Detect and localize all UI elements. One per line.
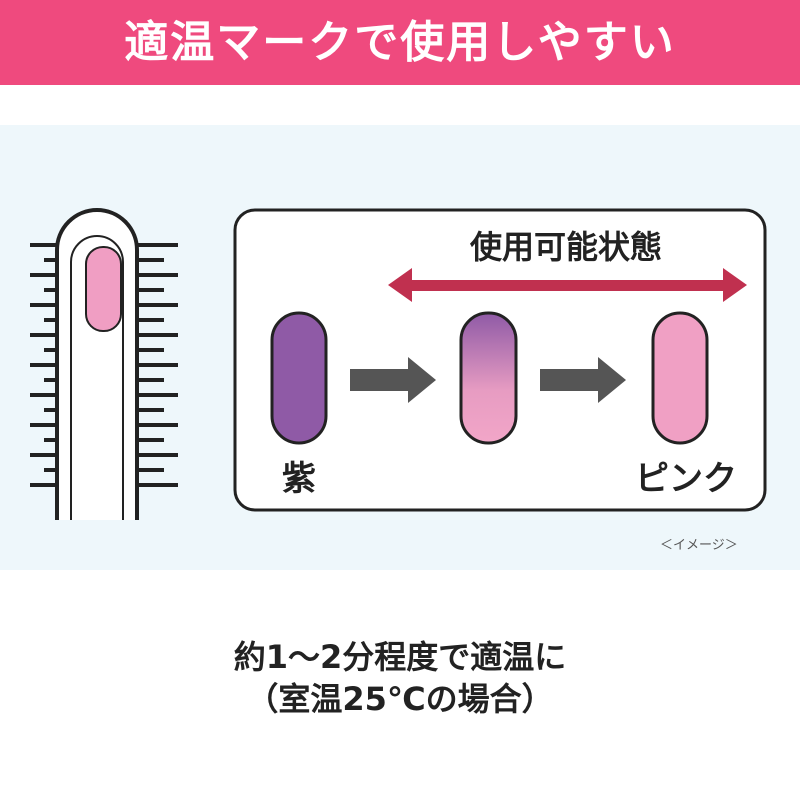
pink-label: ピンク (635, 459, 737, 499)
state-label: 使用可能状態 (469, 228, 662, 266)
transition-indicator (459, 311, 518, 445)
purple-indicator (270, 311, 328, 445)
pink-indicator (651, 311, 709, 445)
arrow-right-icon (350, 357, 436, 403)
arrow-right-icon (540, 357, 626, 403)
purple-label: 紫 (282, 459, 316, 499)
caption-line2: （室温25℃の場合） (246, 680, 554, 718)
usable-range-arrow (388, 268, 747, 302)
temperature-mark (85, 246, 122, 332)
brush-inner-outline (70, 235, 124, 520)
image-note: ＜イメージ＞ (660, 538, 738, 553)
header-title: 適温マークで使用しやすい (0, 0, 800, 85)
caption-line1: 約1～2分程度で適温に (233, 638, 567, 676)
brush-illustration (30, 208, 178, 520)
